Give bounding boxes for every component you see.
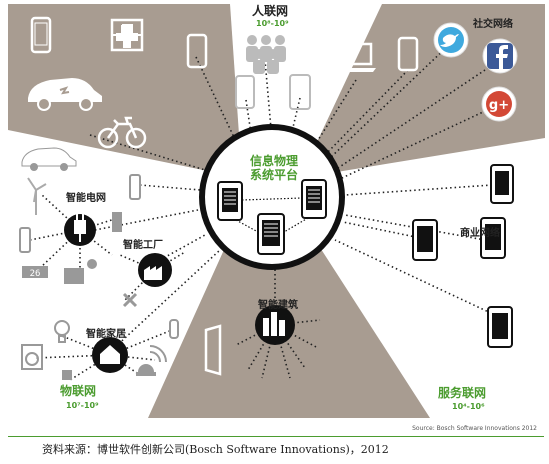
- factory-icon: [138, 253, 172, 287]
- business-device-2: [412, 219, 438, 261]
- iot-range: 10⁷-10⁹: [66, 401, 99, 410]
- phone-center-top-icon: [235, 74, 311, 110]
- people-group-icon: [246, 35, 286, 74]
- platform-device-2: [301, 179, 327, 219]
- bicycle-icon: [97, 116, 147, 149]
- social-net-label: 社交网络: [473, 19, 513, 30]
- people-net-label: 人联网: [252, 4, 289, 18]
- battery-icon: [112, 212, 122, 232]
- light-bulb-icon: [54, 320, 70, 343]
- svg-text:g+: g+: [489, 98, 509, 113]
- smart-grid-label: 智能电网: [66, 193, 106, 204]
- power-plug-icon: [64, 214, 96, 246]
- twitter-icon: [433, 22, 469, 58]
- people-net-range: 10⁸-10⁹: [256, 19, 289, 28]
- door-icon: [204, 324, 222, 376]
- cps-platform-circle: [199, 124, 345, 270]
- business-net-label: 商业网络: [460, 228, 500, 239]
- laptop-icon: [338, 42, 376, 72]
- solar-panel-icon: [64, 259, 97, 284]
- phone-icon: [30, 16, 52, 54]
- washing-machine-icon: [21, 344, 43, 370]
- facebook-icon: [482, 38, 518, 74]
- smart-meter-icon: 26: [22, 266, 48, 279]
- smart-home-label: 智能家居: [86, 329, 126, 340]
- smart-building-label: 智能建筑: [258, 300, 298, 311]
- smart-factory-label: 智能工厂: [123, 240, 163, 251]
- smart-home-icon: [92, 337, 128, 373]
- center-title-line1: 信息物理: [250, 154, 299, 168]
- alarm-light-icon: [136, 364, 156, 376]
- svg-text:26: 26: [30, 269, 41, 279]
- wifi-icon: [149, 345, 167, 363]
- wind-turbine-icon: [27, 177, 47, 215]
- electric-car-icon: [28, 78, 102, 111]
- business-device-3: [480, 217, 506, 259]
- google-plus-icon: g+: [481, 86, 517, 122]
- source-note: 资料来源：博世软件创新公司(Bosch Software Innovations…: [42, 443, 389, 456]
- pills-icon: [62, 370, 72, 380]
- wedge-top-right: [300, 4, 545, 178]
- tablet-phone-icon: [186, 33, 208, 69]
- charging-station-icon: [19, 174, 141, 253]
- business-device-1: [490, 164, 514, 204]
- medical-cross-icon: [110, 18, 144, 52]
- thermostat-icon: [169, 319, 179, 339]
- center-title-line2: 系统平台: [250, 168, 299, 182]
- iot-label: 物联网: [60, 384, 97, 398]
- tools-icon: [122, 292, 138, 308]
- service-net-range: 10⁴-10⁶: [452, 402, 485, 411]
- phone-right-icon: [397, 36, 419, 72]
- electric-car-small-icon: [21, 147, 77, 171]
- wedge-left: [8, 4, 242, 178]
- footer-divider: [8, 436, 544, 437]
- platform-device-1: [217, 181, 243, 221]
- source-credit: Source: Bosch Software Innovations 2012: [412, 425, 537, 432]
- service-device: [487, 306, 513, 348]
- platform-device-3: [257, 213, 285, 255]
- smart-building-icon: [255, 305, 295, 345]
- service-net-label: 服务联网: [438, 386, 487, 400]
